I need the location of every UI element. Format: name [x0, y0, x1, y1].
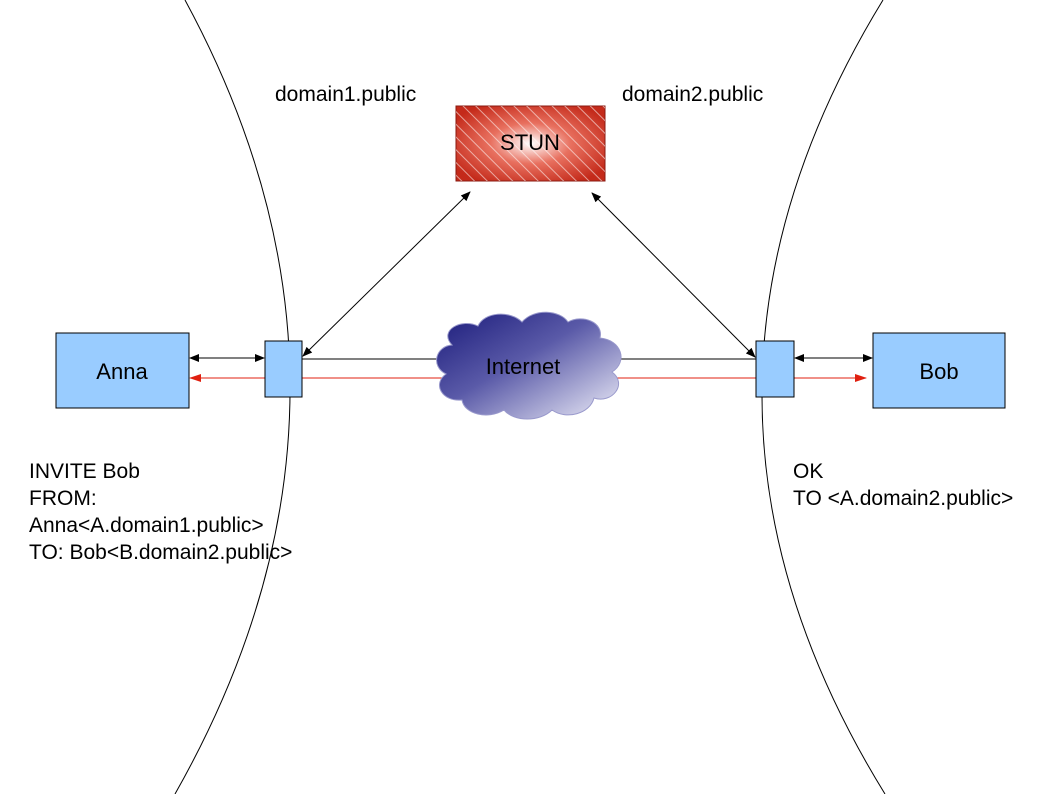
anna-label: Anna — [96, 359, 148, 384]
anna-message-line: FROM: — [29, 487, 97, 510]
bob-message-line: TO <A.domain2.public> — [793, 487, 1013, 510]
internet-cloud: Internet — [436, 311, 622, 420]
nat-box-left — [264, 340, 303, 398]
anna-message-line: Anna<A.domain1.public> — [29, 514, 264, 537]
domain1-label: domain1.public — [275, 83, 416, 106]
anna-message-line: INVITE Bob — [29, 460, 140, 483]
stun-server: STUN — [455, 105, 606, 182]
internet-label: Internet — [486, 354, 561, 379]
bob-message-line: OK — [793, 460, 823, 483]
nat-box-right — [755, 340, 795, 398]
bob-message: OK TO <A.domain2.public> — [793, 460, 1013, 510]
anna-message: INVITE Bob FROM: Anna<A.domain1.public> … — [29, 460, 292, 564]
anna-message-line: TO: Bob<B.domain2.public> — [29, 541, 292, 564]
domain2-label: domain2.public — [622, 83, 763, 106]
stun-link-left — [302, 191, 471, 357]
stun-label: STUN — [500, 130, 560, 155]
bob-host: Bob — [872, 332, 1006, 409]
anna-host: Anna — [55, 332, 190, 409]
bob-label: Bob — [919, 359, 958, 384]
stun-link-right — [591, 192, 756, 358]
